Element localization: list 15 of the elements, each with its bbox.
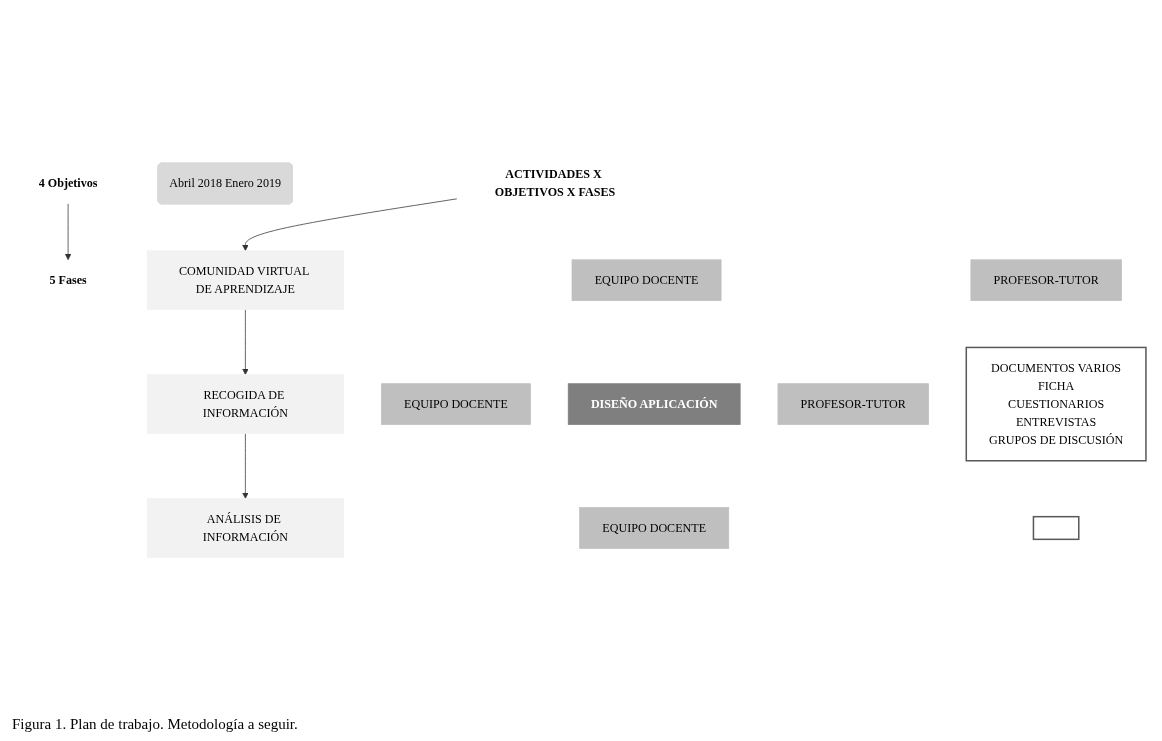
- node-box: DISEÑO APLICACIÓN: [567, 383, 741, 425]
- node-box: PROFESOR-TUTOR: [970, 259, 1122, 301]
- node-text: ACTIVIDADES X OBJETIVOS X FASES: [494, 167, 616, 199]
- node-box: EQUIPO DOCENTE: [579, 506, 730, 549]
- node-box: EQUIPO DOCENTE: [381, 383, 531, 425]
- node-box: DOCUMENTOS VARIOS FICHA CUESTIONARIOS ENTREVISTAS GRUPOS DE DISCUSIÓN: [965, 346, 1147, 462]
- node-box: PROFESOR-TUTOR: [777, 383, 929, 425]
- node-box: RECOGIDA DE INFORMACIÓN: [146, 374, 344, 434]
- node-text: 5 Fases: [49, 273, 87, 286]
- figure-caption: Figura 1. Plan de trabajo. Metodología a seguir.: [12, 716, 298, 733]
- node-text: 4 Objetivos: [38, 176, 98, 190]
- node-box: EQUIPO DOCENTE: [571, 259, 722, 301]
- node-box: ANÁLISIS DE INFORMACIÓN: [146, 497, 344, 558]
- node-box: [1032, 515, 1080, 540]
- node-box: COMUNIDAD VIRTUAL DE APRENDIZAJE: [146, 250, 344, 310]
